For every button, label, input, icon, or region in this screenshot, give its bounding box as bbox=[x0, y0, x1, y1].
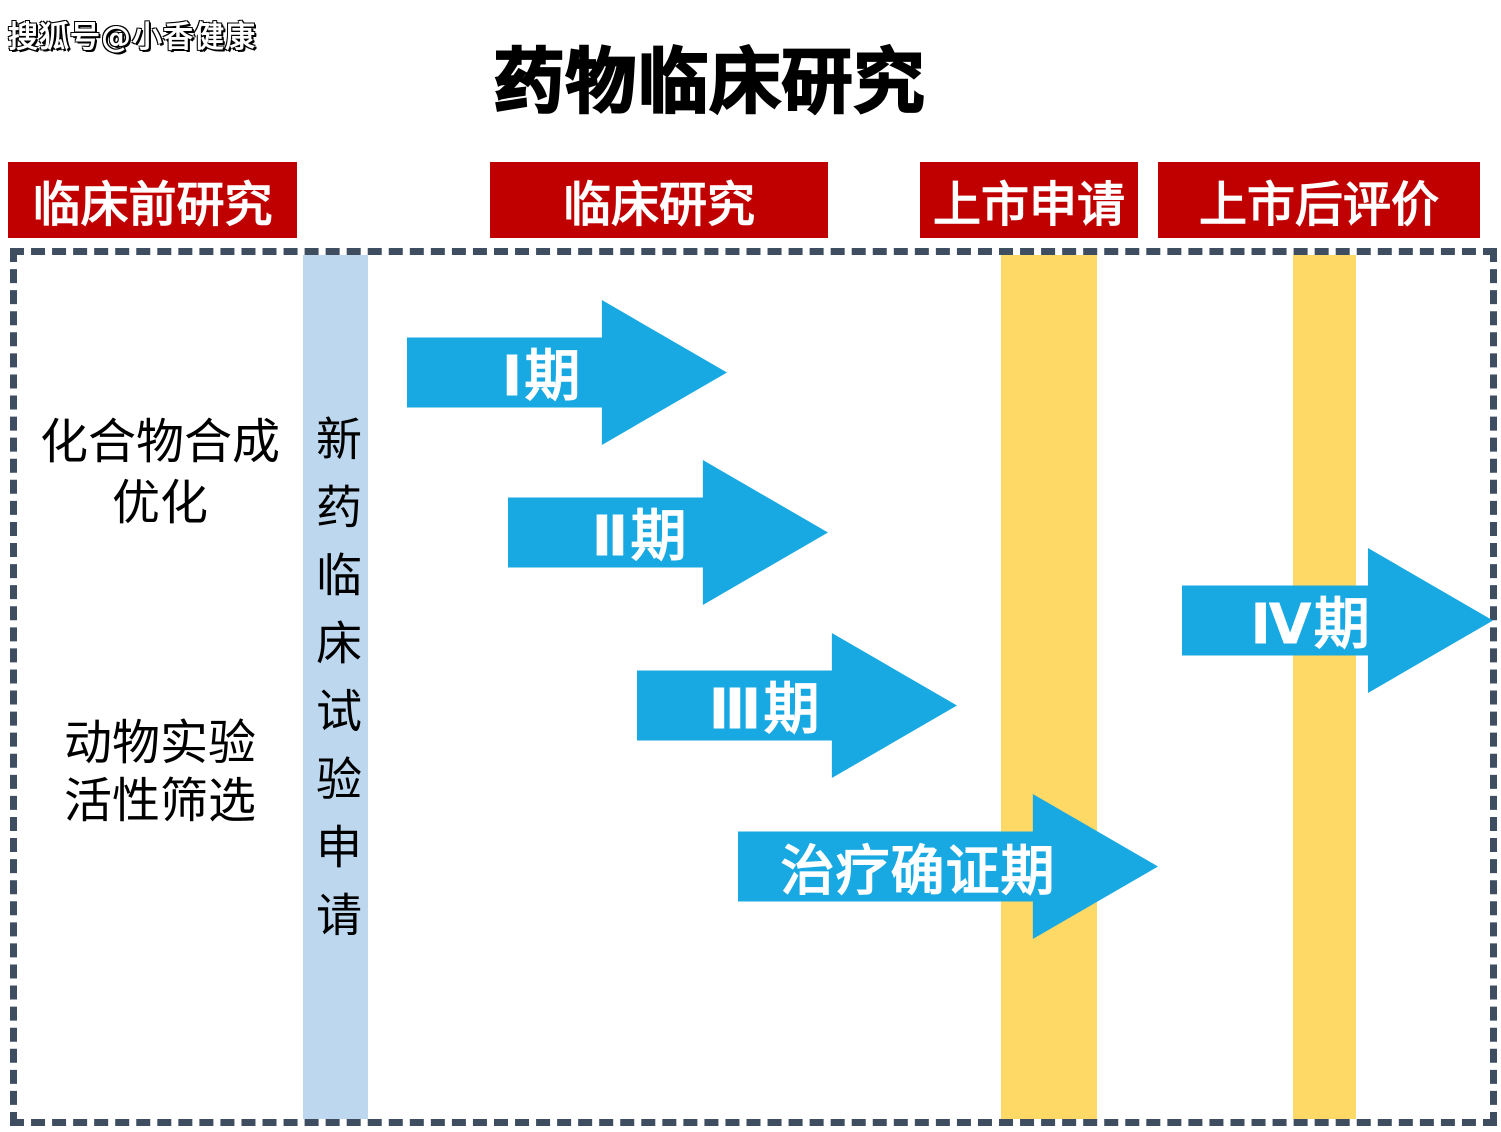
note-animal-testing: 动物实验 活性筛选 bbox=[20, 714, 300, 830]
stage-header-preclinical: 临床前研究 bbox=[8, 162, 297, 238]
post-marketing-highlight-bar bbox=[1293, 255, 1356, 1119]
note-compound-synthesis-line2: 优化 bbox=[111, 475, 208, 531]
marketing-application-highlight-bar bbox=[1001, 255, 1097, 1119]
note-compound-synthesis-line1: 化合物合成 bbox=[39, 414, 280, 470]
stage-header-marketing-application: 上市申请 bbox=[920, 162, 1138, 238]
phase-1-label: Ⅰ期 bbox=[501, 344, 583, 410]
note-animal-testing-line1: 动物实验 bbox=[63, 715, 256, 771]
ind-application-bar: 新药临床试验申请 bbox=[303, 255, 368, 1119]
ind-application-label: 新药临床试验申请 bbox=[309, 415, 363, 959]
phase-4-label: Ⅳ期 bbox=[1250, 592, 1372, 658]
stage-header-clinical: 临床研究 bbox=[490, 162, 828, 238]
stage-header-post-marketing: 上市后评价 bbox=[1158, 162, 1480, 238]
phase-2-label: Ⅱ期 bbox=[591, 504, 689, 570]
note-animal-testing-line2: 活性筛选 bbox=[63, 773, 256, 829]
watermark: 搜狐号@小香健康 bbox=[8, 20, 256, 55]
page-title: 药物临床研究 bbox=[493, 40, 926, 125]
note-compound-synthesis: 化合物合成 优化 bbox=[20, 412, 300, 534]
phase-3-label: Ⅲ期 bbox=[708, 677, 822, 743]
treatment-confirmation-label: 治疗确证期 bbox=[780, 839, 1056, 903]
flow-diagram-border bbox=[10, 248, 1497, 1126]
